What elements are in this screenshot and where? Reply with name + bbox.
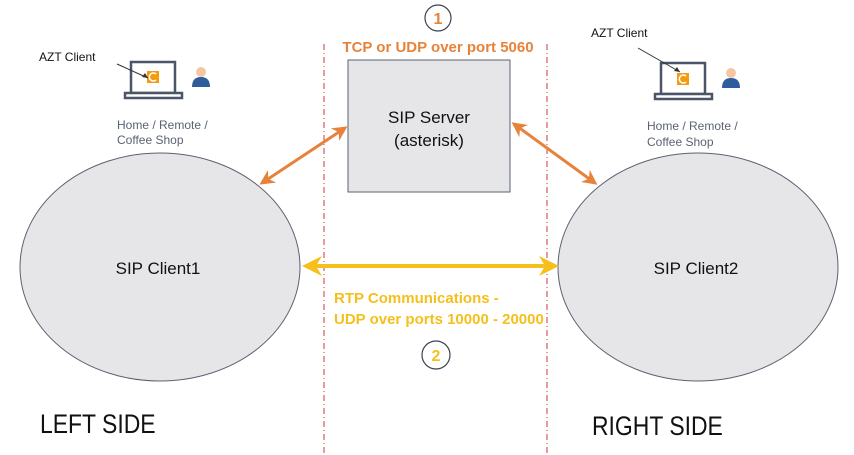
right-location-line1: Home / Remote / [647, 119, 738, 133]
left-side-label: LEFT SIDE [40, 409, 156, 439]
media-label-line2: UDP over ports 10000 - 20000 [334, 311, 544, 328]
sip-server-node: SIP Server (asterisk) [347, 59, 511, 193]
left-location-line2: Coffee Shop [117, 133, 184, 147]
left-location-line1: Home / Remote / [117, 118, 208, 132]
sip-client1-node: SIP Client1 [19, 152, 301, 382]
media-label-line1: RTP Communications - [334, 290, 499, 307]
left-annotation-pointer [116, 63, 149, 79]
sip-server-subtitle: (asterisk) [394, 131, 464, 150]
signaling-arrow-right [511, 122, 598, 185]
right-location-line2: Coffee Shop [647, 135, 714, 149]
step-1-badge: 1 [424, 4, 452, 32]
signaling-protocol-label: TCP or UDP over port 5060 [342, 39, 533, 56]
left-azt-client-label: AZT Client [39, 50, 96, 64]
left-user-icon [192, 67, 210, 87]
sip-client2-label: SIP Client2 [654, 259, 739, 278]
right-user-icon [722, 68, 740, 88]
step-2-number: 2 [432, 348, 441, 365]
right-app-icon [677, 73, 689, 85]
step-2-badge: 2 [421, 340, 451, 370]
right-annotation-pointer [637, 47, 681, 73]
right-side-label: RIGHT SIDE [592, 411, 723, 441]
signaling-arrow-left [259, 126, 348, 185]
sip-client2-node: SIP Client2 [557, 152, 839, 382]
left-app-icon [147, 71, 159, 83]
step-1-number: 1 [434, 11, 443, 28]
sip-server-title: SIP Server [388, 108, 470, 127]
sip-client1-label: SIP Client1 [116, 259, 201, 278]
right-azt-client-label: AZT Client [591, 26, 648, 40]
